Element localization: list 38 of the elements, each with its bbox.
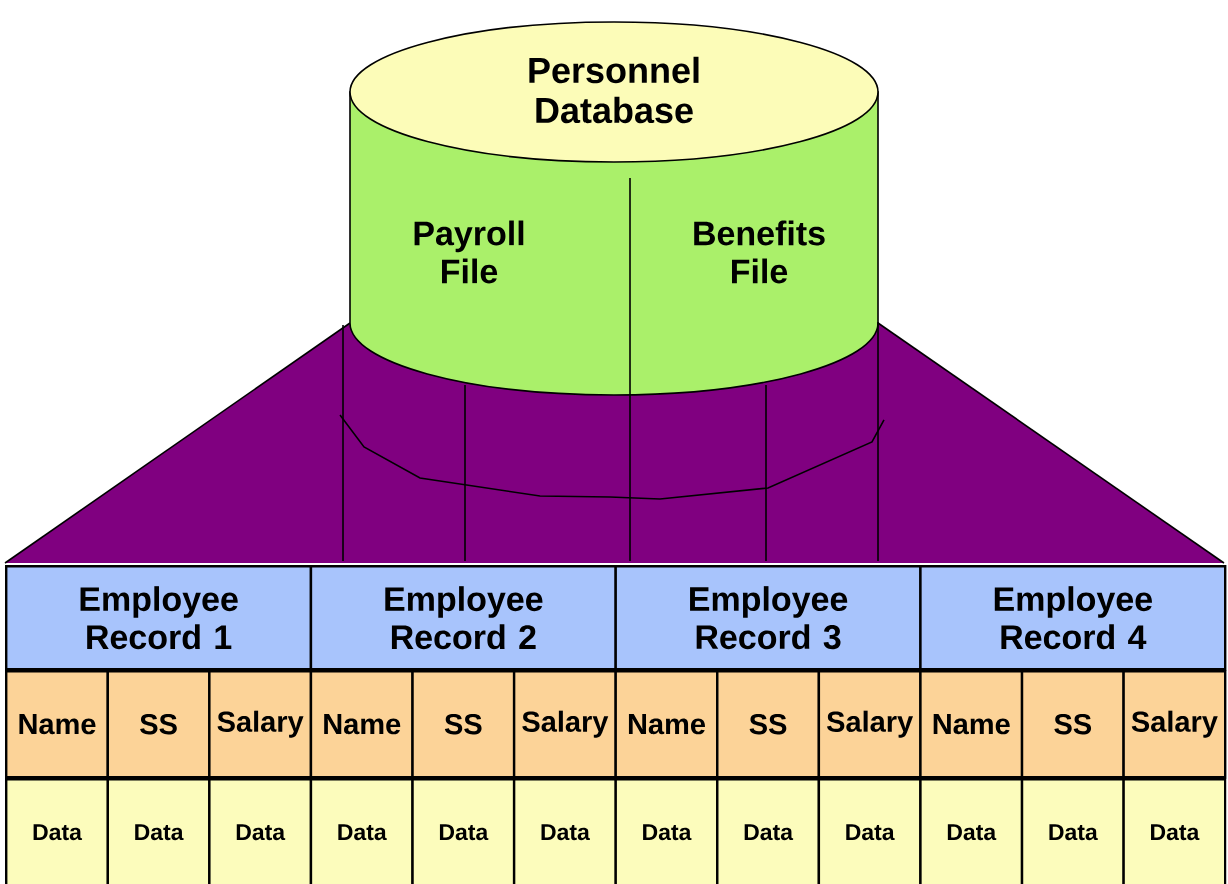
data-cell: Data bbox=[5, 777, 109, 884]
node-label: Data bbox=[643, 824, 692, 841]
file-label: Payroll File bbox=[414, 220, 524, 284]
data-cell: Data bbox=[716, 777, 821, 884]
header-cell: SS bbox=[716, 670, 821, 779]
header-cell: Salary bbox=[1122, 670, 1227, 779]
header-cell: Salary bbox=[512, 670, 617, 779]
node-label: Data bbox=[846, 824, 895, 841]
data-cell: Data bbox=[208, 777, 313, 884]
data-cell: Data bbox=[106, 777, 211, 884]
node-label: Data bbox=[541, 824, 590, 841]
header-cell: Salary bbox=[817, 670, 922, 779]
file-label: Benefits File bbox=[694, 220, 825, 284]
header-cell: Name bbox=[614, 670, 719, 779]
header-cell: Name bbox=[309, 670, 414, 779]
record-box: Employee Record 1 bbox=[5, 565, 313, 671]
node-label: Data bbox=[33, 824, 83, 841]
header-cell: Name bbox=[5, 670, 109, 779]
node-label: Personnel bbox=[529, 56, 699, 84]
data-cell: Data bbox=[512, 777, 617, 884]
header-cell: SS bbox=[1020, 670, 1125, 779]
node-label: Data bbox=[338, 824, 387, 841]
node-label: Data bbox=[1049, 824, 1098, 841]
data-cell: Data bbox=[817, 777, 922, 884]
data-cell: Data bbox=[919, 777, 1024, 884]
data-cell: Data bbox=[1122, 777, 1227, 884]
data-cell: Data bbox=[411, 777, 516, 884]
record-box: Employee Record 4 bbox=[919, 565, 1227, 671]
header-cell: Salary bbox=[208, 670, 313, 779]
record-box: Employee Record 2 bbox=[309, 565, 617, 671]
header-cell: SS bbox=[106, 670, 211, 779]
header-cell: SS bbox=[411, 670, 516, 779]
record-box: Employee Record 3 bbox=[614, 565, 922, 671]
data-cell: Data bbox=[614, 777, 719, 884]
node-label: Data bbox=[135, 824, 184, 841]
data-cell: Data bbox=[1020, 777, 1125, 884]
data-cell: Data bbox=[309, 777, 414, 884]
header-cell: Name bbox=[919, 670, 1024, 779]
